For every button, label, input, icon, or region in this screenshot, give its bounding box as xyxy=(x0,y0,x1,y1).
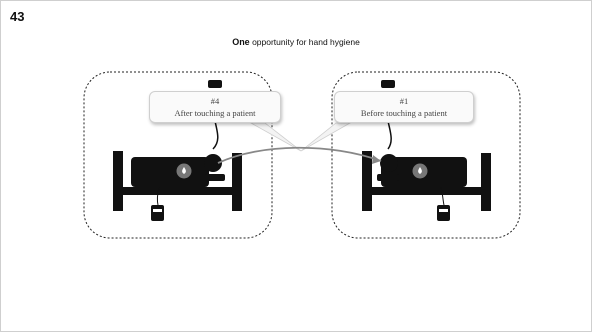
title-rest: opportunity for hand hygiene xyxy=(249,37,360,47)
callout-pointer-right xyxy=(300,122,352,152)
iv-bag-icon xyxy=(151,205,164,221)
bed-icon-right xyxy=(362,80,491,221)
callout-pointer-left xyxy=(249,122,302,152)
title-emphasis: One xyxy=(232,37,250,47)
patient-icon xyxy=(380,154,398,172)
callout-text: Before touching a patient xyxy=(360,108,448,118)
callout-before-touching: #1 Before touching a patient xyxy=(334,91,474,123)
bed-icon-left xyxy=(113,80,242,221)
patient-zone-left xyxy=(83,71,273,239)
monitor-icon xyxy=(208,80,222,88)
slide-number: 43 xyxy=(10,9,25,24)
iv-bag-icon xyxy=(437,205,450,221)
arrow-icon xyxy=(217,146,382,164)
patient-zone-right xyxy=(331,71,521,239)
callout-number: #1 xyxy=(399,96,409,106)
monitor-icon xyxy=(381,80,395,88)
callout-number: #4 xyxy=(210,96,220,106)
callout-after-touching: #4 After touching a patient xyxy=(149,91,281,123)
slide-title: One opportunity for hand hygiene xyxy=(1,37,591,47)
callout-text: After touching a patient xyxy=(174,108,256,118)
patient-icon xyxy=(204,154,222,172)
